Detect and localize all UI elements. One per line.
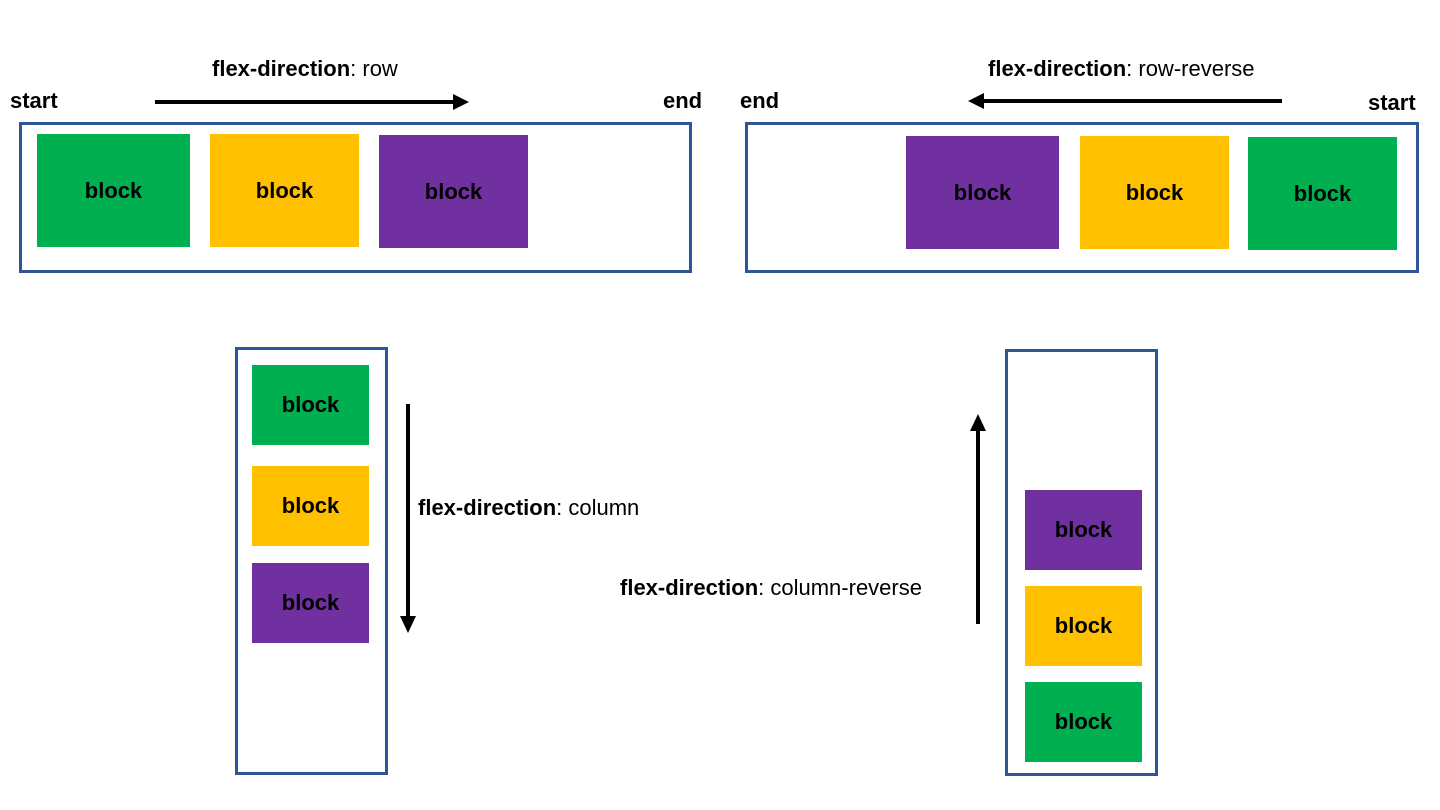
row-block-yellow: block [210, 134, 359, 247]
row-block-purple: block [379, 135, 528, 248]
row-reverse-end-label: end [740, 88, 780, 113]
row-reverse-start-label: start [1368, 90, 1416, 115]
row-caption-keyword: flex-direction [212, 56, 351, 81]
row-start-label: start [10, 88, 58, 113]
column-flex-container: block block block [235, 347, 388, 775]
row-reverse-direction-arrow [968, 93, 1282, 109]
column-reverse-direction-arrow [970, 414, 986, 624]
column-reverse-flex-container: block block block [1005, 349, 1158, 776]
column-direction-arrow [400, 404, 416, 633]
column-reverse-caption: flex-direction: column-reverse [620, 575, 922, 601]
column-block-green: block [252, 365, 369, 445]
column-reverse-caption-keyword: flex-direction [620, 575, 759, 600]
row-reverse-block-purple: block [906, 136, 1059, 249]
row-reverse-caption-keyword: flex-direction [988, 56, 1127, 81]
column-reverse-block-green: block [1025, 682, 1142, 762]
column-reverse-caption-value: : column-reverse [758, 575, 922, 600]
column-block-yellow: block [252, 466, 369, 546]
row-reverse-block-green: block [1248, 137, 1397, 250]
row-reverse-flex-container: block block block [745, 122, 1419, 273]
column-block-purple: block [252, 563, 369, 643]
column-reverse-block-purple: block [1025, 490, 1142, 570]
row-reverse-caption-value: : row-reverse [1126, 56, 1255, 81]
column-caption-value: : column [556, 495, 640, 520]
column-caption: flex-direction: column [418, 495, 639, 521]
column-reverse-block-yellow: block [1025, 586, 1142, 666]
row-flex-container: block block block [19, 122, 692, 273]
row-caption: flex-direction: row [212, 56, 398, 82]
row-end-label: end [663, 88, 703, 113]
row-direction-arrow [155, 94, 469, 110]
column-caption-keyword: flex-direction [418, 495, 557, 520]
row-reverse-caption: flex-direction: row-reverse [988, 56, 1255, 82]
row-caption-value: : row [350, 56, 398, 81]
row-block-green: block [37, 134, 190, 247]
row-reverse-block-yellow: block [1080, 136, 1229, 249]
